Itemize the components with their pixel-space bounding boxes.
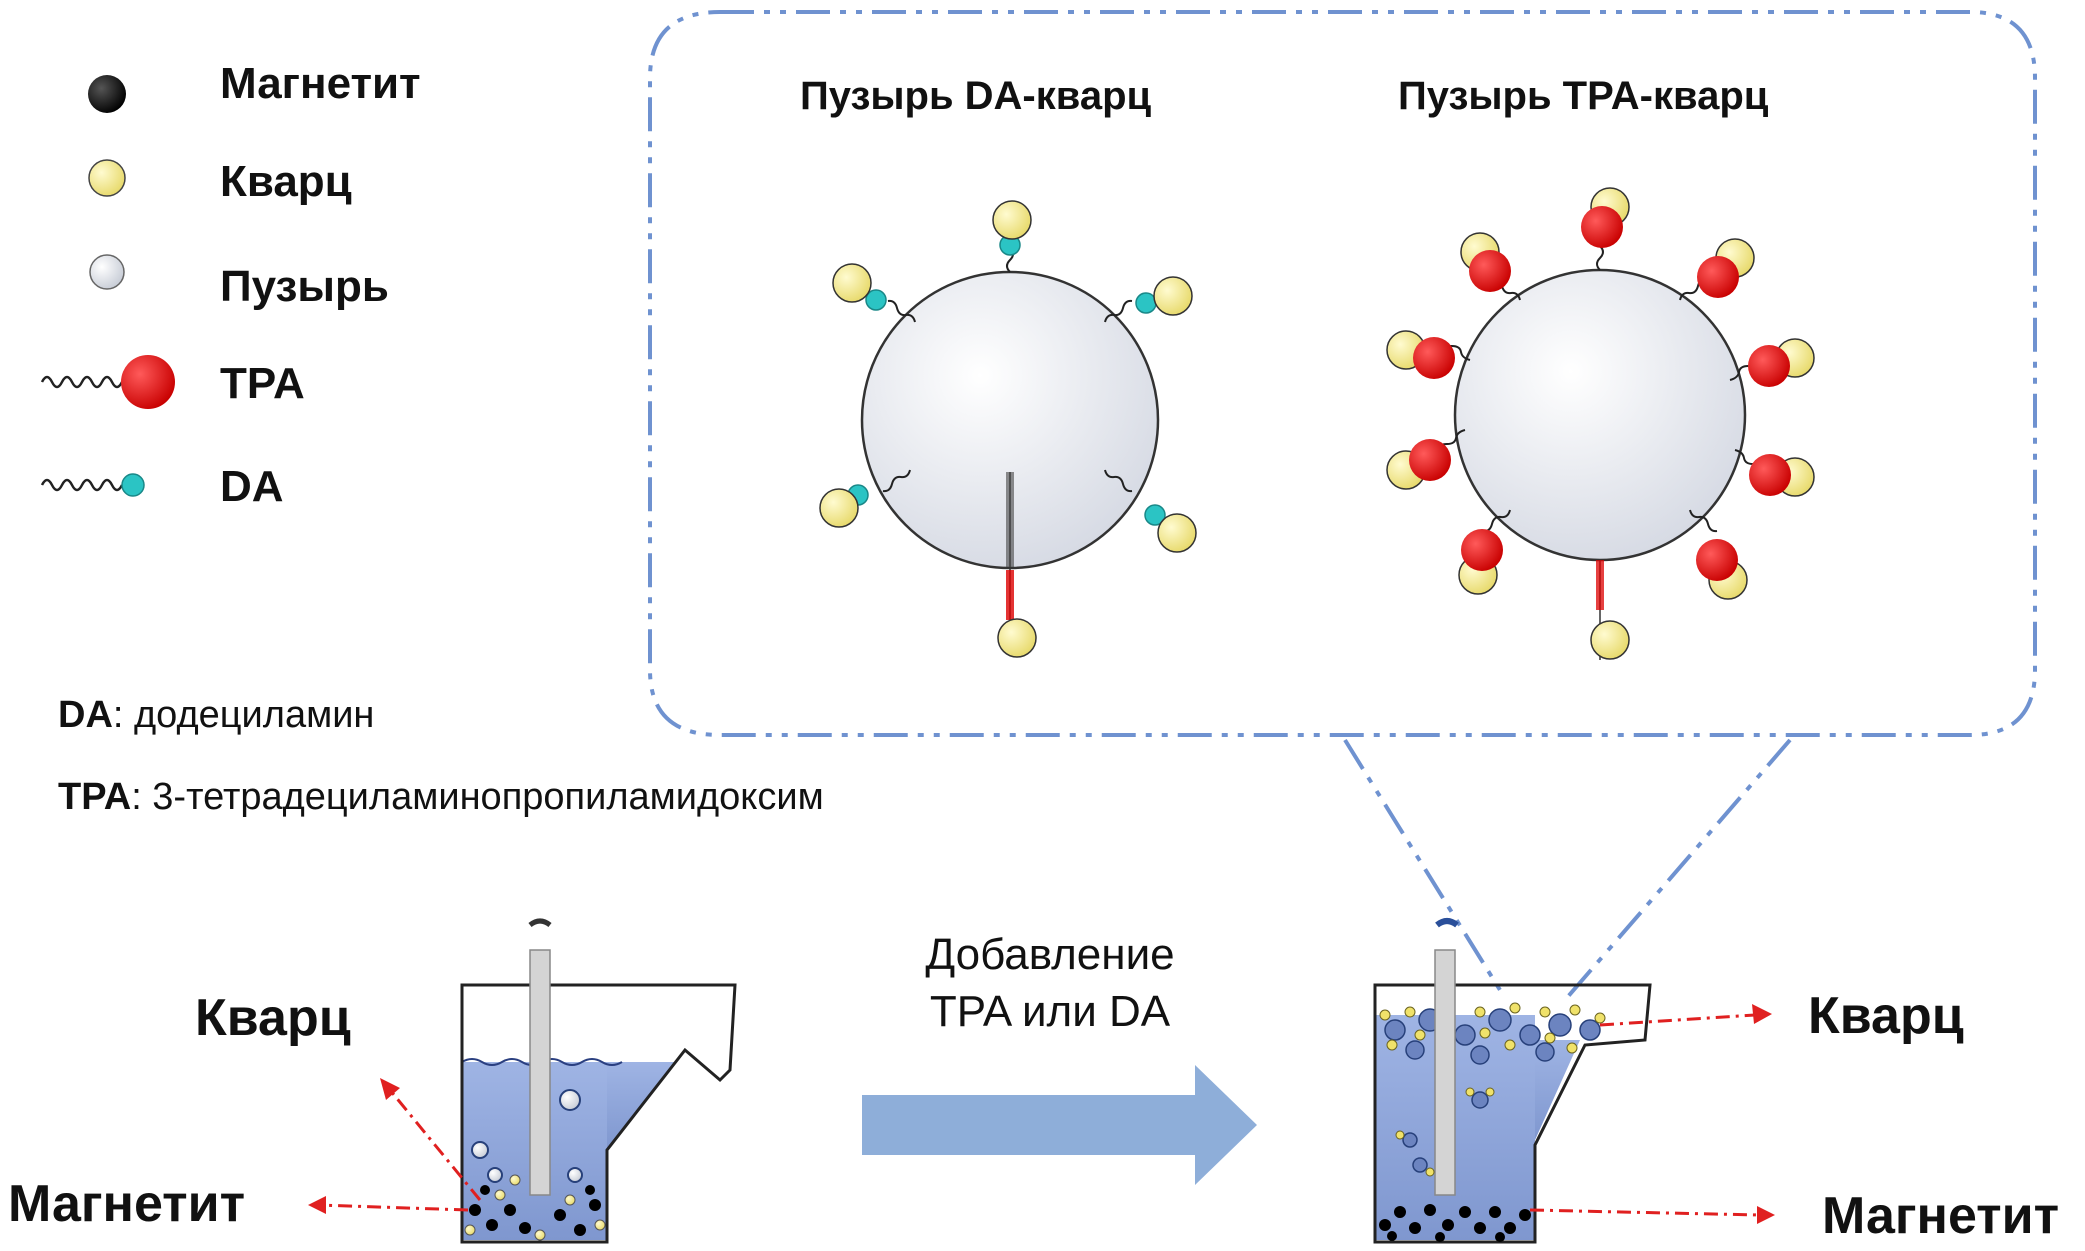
- tpa-definition: TPA: 3-тетрадециламинопропиламидоксим: [58, 776, 824, 818]
- legend-icons: [40, 75, 175, 497]
- legend-magnetite-label: Магнетит: [220, 59, 421, 108]
- da-icon: [40, 473, 145, 497]
- process-arrow: [862, 1065, 1257, 1185]
- bubble-icon: [89, 254, 125, 290]
- da-quartz-bubble: [819, 200, 1197, 658]
- left-flotation-cell: [308, 918, 737, 1244]
- magnetite-icon: [88, 75, 126, 113]
- left-quartz-label: Кварц: [195, 989, 351, 1047]
- tpa-icon: [40, 355, 175, 409]
- right-flotation-cell: [1373, 918, 1775, 1244]
- process-arrow-caption: Добавление TPA или DA: [925, 930, 1175, 1037]
- tpa-quartz-bubble: [1386, 187, 1815, 660]
- callout-frame: [648, 10, 2037, 1002]
- legend-bubble-label: Пузырь: [220, 262, 389, 311]
- da-bubble-title: Пузырь DA-кварц: [800, 74, 1152, 118]
- right-quartz-label: Кварц: [1808, 987, 1964, 1045]
- tpa-bubble-title: Пузырь TPA-кварц: [1398, 74, 1769, 118]
- da-definition: DA: додециламин: [58, 694, 375, 736]
- legend-quartz-label: Кварц: [220, 157, 352, 206]
- quartz-icon: [88, 159, 126, 197]
- left-magnetite-label: Магнетит: [8, 1175, 246, 1233]
- right-magnetite-label: Магнетит: [1822, 1187, 2060, 1245]
- legend-da-label: DA: [220, 462, 284, 511]
- legend-tpa-label: TPA: [220, 359, 305, 408]
